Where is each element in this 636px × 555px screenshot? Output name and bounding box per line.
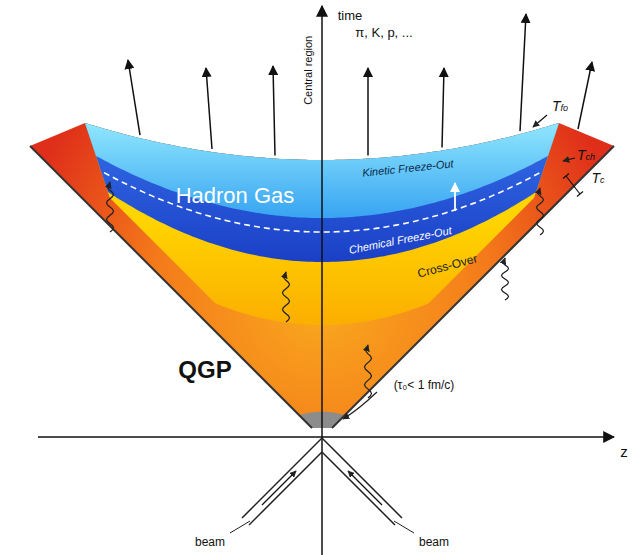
leader-arrow <box>343 392 377 419</box>
particle-arrow <box>578 62 592 129</box>
beam-pipe <box>249 452 322 525</box>
particle-arrow <box>367 68 369 156</box>
photon-arrow <box>537 188 544 235</box>
leader-line <box>394 521 414 533</box>
annotation-label: (τ₀< 1 fm/c) <box>394 379 455 393</box>
particle-arrow <box>128 60 140 135</box>
particle-arrow <box>442 68 444 148</box>
region-name: QGP <box>178 356 231 384</box>
beam-pipe <box>242 438 322 518</box>
beam-arrow <box>348 471 382 505</box>
annotation-label: z <box>620 443 628 460</box>
region-label-box: Hadron Gas <box>172 181 299 210</box>
band-group <box>0 0 636 325</box>
light-cone-edge <box>332 146 614 428</box>
light-cone-edge <box>30 146 312 428</box>
leader-arrow <box>563 158 575 161</box>
photon-arrow <box>107 182 114 232</box>
leader-line <box>230 521 250 533</box>
annotation-label: Tfo <box>552 98 568 114</box>
particle-arrow <box>206 68 212 149</box>
annotation-label: Central region <box>303 35 316 104</box>
annotation-label: beam <box>195 536 225 550</box>
photon-arrow <box>502 258 509 300</box>
particle-arrow <box>273 66 275 156</box>
bracket-tick <box>563 174 583 197</box>
crossover-band <box>0 0 636 325</box>
z-axis <box>38 436 614 438</box>
annotation-label: Tch <box>577 147 595 163</box>
width-bracket <box>566 176 580 194</box>
beam-pipe <box>322 438 402 518</box>
beam-pipe <box>322 452 395 525</box>
particle-arrow <box>520 14 526 131</box>
photon-arrow <box>365 345 372 398</box>
hadron-gas-band <box>0 0 636 218</box>
chemical-band <box>0 0 636 262</box>
annotation-label: Tc <box>591 170 604 186</box>
region-name: Hadron Gas <box>176 183 295 208</box>
region-label-box: QGP <box>174 354 235 386</box>
time-axis <box>321 6 323 555</box>
leader-arrow <box>533 115 547 127</box>
annotation-label: time <box>338 9 363 24</box>
annotation-label: π, K, p, ... <box>355 26 412 41</box>
freeze-out-arrow <box>454 183 456 211</box>
beam-arrow <box>262 471 296 505</box>
photon-arrow <box>283 272 290 322</box>
annotation-label: beam <box>419 536 449 550</box>
